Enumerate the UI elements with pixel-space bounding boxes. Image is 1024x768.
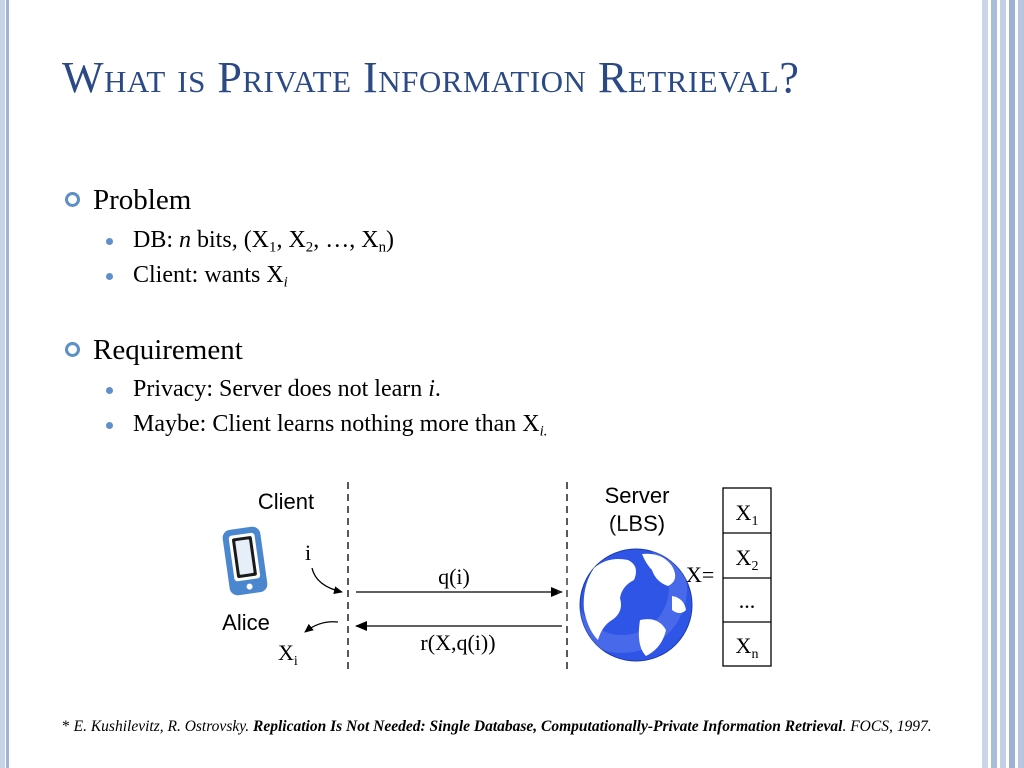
ring-bullet-icon <box>65 342 80 357</box>
output-xi-label: Xi <box>278 640 298 669</box>
server-label: Server <box>605 483 670 508</box>
alice-label: Alice <box>222 610 270 635</box>
bullet-text: Privacy: Server does not learn i. <box>133 376 441 402</box>
input-arrow <box>311 567 343 595</box>
reference-citation: * E. Kushilevitz, R. Ostrovsky. Replicat… <box>62 718 932 735</box>
dot-bullet-icon <box>106 422 113 429</box>
client-label: Client <box>258 489 314 514</box>
output-arrow <box>304 621 339 633</box>
db-table: X1 X2 ... Xn <box>722 487 772 667</box>
mobile-device-icon <box>222 526 268 596</box>
slide-title: What is Private Information Retrieval? <box>62 53 800 102</box>
db-x-equals: X= <box>686 562 714 587</box>
ring-bullet-icon <box>65 192 80 207</box>
db-cell: Xn <box>736 633 759 662</box>
db-cell: X1 <box>736 500 759 529</box>
dot-bullet-icon <box>106 387 113 394</box>
db-cell: ... <box>739 588 756 613</box>
bullet-text: Client: wants Xi <box>133 262 288 291</box>
slide-frame-right <box>978 0 1024 768</box>
input-i-label: i <box>305 540 311 565</box>
globe-icon <box>557 523 693 662</box>
bullet-text: Maybe: Client learns nothing more than X… <box>133 411 548 440</box>
db-cell: X2 <box>736 545 759 574</box>
response-label: r(X,q(i)) <box>420 630 495 655</box>
dot-bullet-icon <box>106 238 113 245</box>
query-label: q(i) <box>438 564 470 589</box>
server-lbs-label: (LBS) <box>609 511 665 536</box>
bullet-text: DB: n bits, (X1, X2, …, Xn) <box>133 227 395 256</box>
slide-frame-left <box>0 0 9 768</box>
section-heading: Requirement <box>93 334 243 366</box>
pir-diagram: Client Alice i q(i) r(X,q(i)) Xi Server … <box>222 482 772 670</box>
section-heading: Problem <box>93 184 192 216</box>
dot-bullet-icon <box>106 273 113 280</box>
